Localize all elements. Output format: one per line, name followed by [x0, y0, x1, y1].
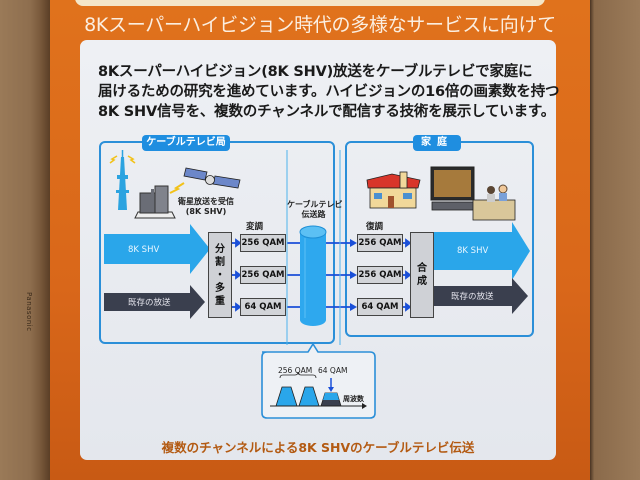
demodulator-256qam-1: 256 QAM — [357, 234, 403, 252]
256qam-bracket — [279, 371, 317, 379]
existing-broadcast-input-label: 既存の放送 — [128, 298, 171, 308]
intro-line: 8K SHV信号を、複数のチャンネルで配信する技術を展示しています。 — [98, 104, 556, 120]
existing-broadcast-output-arrow — [427, 278, 528, 314]
home-title: 家庭 — [413, 135, 461, 151]
satellite-label-line2: (8K SHV) — [185, 207, 227, 216]
split-mux-char: ・ — [215, 269, 225, 281]
diagram-caption: 複数のチャンネルによる8K SHVのケーブルテレビ伝送 — [161, 440, 475, 455]
8k-shv-input-label: 8K SHV — [128, 245, 160, 255]
headline: 8Kスーパーハイビジョン時代の多様なサービスに向けて — [84, 14, 556, 36]
spectrum-inset-box — [261, 342, 376, 419]
modulator-256qam-2: 256 QAM — [240, 266, 286, 284]
split-mux-char: 分 — [215, 243, 225, 255]
viewers-sofa-icon — [472, 184, 516, 221]
spectrum-64qam-label: 64 QAM — [318, 366, 348, 375]
combine-block: 合 成 — [410, 232, 434, 318]
broadcast-tower-icon — [109, 150, 136, 210]
existing-broadcast-input-arrow — [104, 285, 205, 319]
transmission-label-line2: 伝送路 — [301, 210, 326, 219]
satellite-icon — [169, 167, 241, 194]
spectrum-256qam-label: 256 QAM — [278, 366, 313, 375]
demodulator-64qam: 64 QAM — [357, 298, 403, 316]
split-mux-char: 多 — [215, 282, 225, 294]
8k-shv-output-arrow — [427, 222, 530, 280]
satellite-label-line1: 衛星放送を受信 — [178, 197, 234, 206]
frequency-axis-label: 周波数 — [343, 395, 364, 403]
64qam-pointer-arrow — [328, 387, 334, 392]
spectrum-channel-64qam — [323, 393, 339, 400]
split-multiplex-block: 分 割 ・ 多 重 — [208, 232, 232, 318]
top-card-edge — [75, 0, 545, 6]
intro-line: 届けるための研究を進めています。ハイビジョンの16倍の画素数を持つ — [98, 84, 560, 100]
monitor-bezel-left — [0, 0, 50, 480]
demodulation-label: 復調 — [366, 222, 384, 232]
cable-transmission-cylinder-icon — [299, 225, 327, 326]
modulation-label: 変調 — [246, 222, 264, 232]
split-mux-char: 割 — [215, 256, 225, 268]
monitor-bezel-right — [588, 0, 640, 480]
8k-shv-input-arrow — [104, 224, 210, 274]
satellite-label: 衛星放送を受信 (8K SHV) — [178, 197, 234, 217]
existing-broadcast-output-label: 既存の放送 — [451, 292, 494, 302]
demod-to-combine-arrows — [401, 238, 412, 312]
8k-shv-output-label: 8K SHV — [457, 246, 489, 256]
combine-char: 成 — [417, 276, 427, 287]
transmission-label-line1: ケーブルテレビ — [287, 200, 343, 209]
intro-text: 8Kスーパーハイビジョン(8K SHV)放送をケーブルテレビで家庭に 届けるため… — [98, 62, 560, 122]
modulator-256qam-1: 256 QAM — [240, 234, 286, 252]
tv-icon — [430, 166, 475, 211]
split-mux-char: 重 — [215, 295, 225, 307]
house-icon — [366, 171, 421, 209]
transmission-arrowheads — [350, 239, 357, 311]
demodulator-256qam-2: 256 QAM — [357, 266, 403, 284]
transmission-label: ケーブルテレビ 伝送路 — [287, 200, 343, 220]
split-to-modulator-arrows — [231, 238, 242, 312]
intro-line: 8Kスーパーハイビジョン(8K SHV)放送をケーブルテレビで家庭に — [98, 64, 533, 80]
modulator-64qam: 64 QAM — [240, 298, 286, 316]
combine-char: 合 — [417, 263, 427, 274]
cable-station-building-icon — [134, 185, 176, 219]
cable-station-title: ケーブルテレビ局 — [142, 135, 230, 151]
